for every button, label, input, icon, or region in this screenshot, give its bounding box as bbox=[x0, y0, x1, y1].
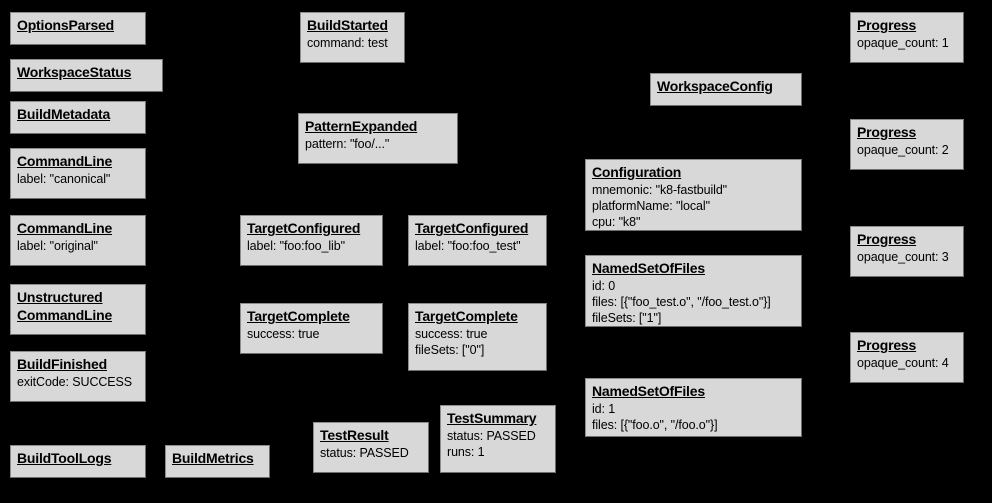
node-title: BuildFinished bbox=[17, 356, 107, 372]
node-unstructured-command-line[interactable]: Unstructured CommandLine bbox=[10, 284, 146, 335]
node-property: label: "original" bbox=[17, 238, 98, 253]
node-properties: success: true bbox=[247, 327, 376, 343]
node-properties: label: "original" bbox=[17, 239, 139, 255]
node-properties: status: PASSED bbox=[320, 446, 422, 462]
node-title: BuildMetadata bbox=[17, 106, 111, 122]
node-properties: opaque_count: 1 bbox=[857, 36, 957, 52]
node-title: Progress bbox=[857, 17, 917, 33]
node-title: Unstructured CommandLine bbox=[17, 289, 113, 323]
node-title: TargetConfigured bbox=[415, 220, 529, 236]
node-properties: mnemonic: "k8-fastbuild"platformName: "l… bbox=[592, 183, 795, 231]
node-property: label: "canonical" bbox=[17, 171, 111, 186]
node-title: Progress bbox=[857, 337, 917, 353]
node-pattern-expanded[interactable]: PatternExpanded pattern: "foo/..." bbox=[298, 113, 458, 164]
node-property: status: PASSED bbox=[320, 445, 409, 460]
node-property: files: [{"foo_test.o", "/foo_test.o"}] bbox=[592, 294, 771, 309]
node-property: opaque_count: 2 bbox=[857, 142, 949, 157]
node-property: fileSets: ["0"] bbox=[415, 342, 485, 357]
node-properties: label: "foo:foo_test" bbox=[415, 239, 540, 255]
node-workspace-config[interactable]: WorkspaceConfig bbox=[650, 73, 802, 106]
node-property: platformName: "local" bbox=[592, 198, 710, 213]
node-title: NamedSetOfFiles bbox=[592, 383, 705, 399]
node-title: Progress bbox=[857, 231, 917, 247]
node-title: BuildToolLogs bbox=[17, 450, 112, 466]
node-property: success: true bbox=[247, 326, 320, 341]
node-title: BuildMetrics bbox=[172, 450, 254, 466]
node-build-metadata[interactable]: BuildMetadata bbox=[10, 101, 146, 134]
node-property: label: "foo:foo_lib" bbox=[247, 238, 345, 253]
node-properties: label: "canonical" bbox=[17, 172, 139, 188]
node-property: opaque_count: 1 bbox=[857, 35, 949, 50]
node-property: success: true bbox=[415, 326, 488, 341]
node-title: WorkspaceStatus bbox=[17, 64, 132, 80]
node-property: runs: 1 bbox=[447, 444, 485, 459]
node-workspace-status[interactable]: WorkspaceStatus bbox=[10, 59, 163, 92]
node-property: command: test bbox=[307, 35, 388, 50]
node-build-finished[interactable]: BuildFinished exitCode: SUCCESS bbox=[10, 351, 146, 402]
node-property: id: 1 bbox=[592, 401, 616, 416]
node-properties: opaque_count: 3 bbox=[857, 250, 957, 266]
node-progress-2[interactable]: Progress opaque_count: 2 bbox=[850, 119, 964, 170]
node-property: label: "foo:foo_test" bbox=[415, 238, 521, 253]
node-title: OptionsParsed bbox=[17, 17, 114, 33]
node-build-tool-logs[interactable]: BuildToolLogs bbox=[10, 445, 146, 478]
node-progress-3[interactable]: Progress opaque_count: 3 bbox=[850, 226, 964, 277]
node-build-metrics[interactable]: BuildMetrics bbox=[165, 445, 270, 478]
node-property: status: PASSED bbox=[447, 428, 536, 443]
node-title: Configuration bbox=[592, 164, 682, 180]
node-configuration[interactable]: Configuration mnemonic: "k8-fastbuild"pla… bbox=[585, 159, 802, 231]
node-title: TargetComplete bbox=[415, 308, 518, 324]
node-title: Progress bbox=[857, 124, 917, 140]
node-command-line-original[interactable]: CommandLine label: "original" bbox=[10, 215, 146, 266]
node-target-configured-foo-lib[interactable]: TargetConfigured label: "foo:foo_lib" bbox=[240, 215, 383, 266]
node-options-parsed[interactable]: OptionsParsed bbox=[10, 12, 146, 45]
node-title: TestSummary bbox=[447, 410, 537, 426]
node-properties: opaque_count: 4 bbox=[857, 356, 957, 372]
node-property: pattern: "foo/..." bbox=[305, 136, 390, 151]
node-title: TargetConfigured bbox=[247, 220, 361, 236]
node-progress-1[interactable]: Progress opaque_count: 1 bbox=[850, 12, 964, 63]
node-title: NamedSetOfFiles bbox=[592, 260, 705, 276]
node-title: PatternExpanded bbox=[305, 118, 418, 134]
node-property: mnemonic: "k8-fastbuild" bbox=[592, 182, 728, 197]
node-target-configured-foo-test[interactable]: TargetConfigured label: "foo:foo_test" bbox=[408, 215, 547, 266]
node-property: id: 0 bbox=[592, 278, 616, 293]
node-property: opaque_count: 4 bbox=[857, 355, 949, 370]
node-property: opaque_count: 3 bbox=[857, 249, 949, 264]
node-properties: label: "foo:foo_lib" bbox=[247, 239, 376, 255]
node-property: cpu: "k8" bbox=[592, 214, 641, 229]
node-title: CommandLine bbox=[17, 153, 113, 169]
node-properties: command: test bbox=[307, 36, 398, 52]
node-command-line-canonical[interactable]: CommandLine label: "canonical" bbox=[10, 148, 146, 199]
node-title: CommandLine bbox=[17, 220, 113, 236]
node-properties: opaque_count: 2 bbox=[857, 143, 957, 159]
node-title: WorkspaceConfig bbox=[657, 78, 773, 94]
node-properties: exitCode: SUCCESS bbox=[17, 375, 139, 391]
node-properties: pattern: "foo/..." bbox=[305, 137, 451, 153]
node-property: fileSets: ["1"] bbox=[592, 310, 662, 325]
node-build-started[interactable]: BuildStarted command: test bbox=[300, 12, 405, 63]
node-target-complete-lib[interactable]: TargetComplete success: true bbox=[240, 303, 383, 354]
node-title: TargetComplete bbox=[247, 308, 350, 324]
node-test-result[interactable]: TestResult status: PASSED bbox=[313, 422, 429, 473]
node-property: files: [{"foo.o", "/foo.o"}] bbox=[592, 417, 718, 432]
node-title: BuildStarted bbox=[307, 17, 388, 33]
node-title: TestResult bbox=[320, 427, 389, 443]
node-progress-4[interactable]: Progress opaque_count: 4 bbox=[850, 332, 964, 383]
node-property: exitCode: SUCCESS bbox=[17, 374, 133, 389]
